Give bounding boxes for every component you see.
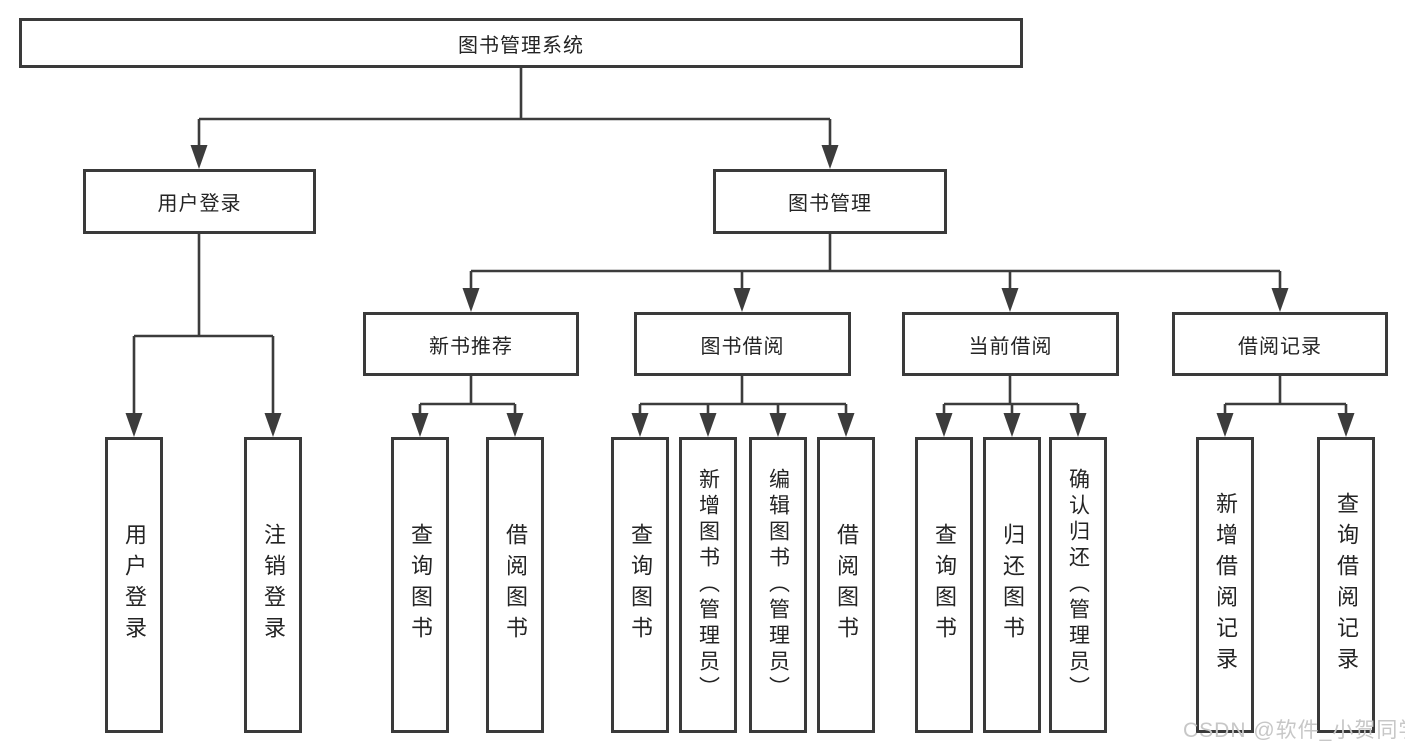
leaf-return-books-label: 归还图书 — [1000, 523, 1025, 647]
connector-bookmgmt-to-level3 — [469, 234, 1282, 291]
connector-paths — [132, 68, 1348, 419]
node-book-management-label: 图书管理 — [788, 193, 872, 215]
node-book-borrow: 图书借阅 — [634, 312, 851, 376]
arrowhead-icon — [837, 413, 855, 437]
leaf-confirm-return-admin-label: 确认归还（管理员） — [1066, 468, 1090, 702]
leaf-add-borrow-record-label: 新增借阅记录 — [1213, 492, 1238, 678]
node-user-login: 用户登录 — [83, 169, 316, 234]
leaf-return-books: 归还图书 — [983, 437, 1041, 733]
arrowhead-icon — [462, 288, 480, 312]
connector-current-to-leaves — [942, 376, 1080, 419]
node-new-book-recommend: 新书推荐 — [363, 312, 579, 376]
arrowhead-icon — [631, 413, 649, 437]
arrowhead-icon — [1001, 288, 1019, 312]
leaf-logout-label: 注销登录 — [261, 523, 286, 647]
node-book-borrow-label: 图书借阅 — [700, 335, 785, 358]
node-current-borrow-label: 当前借阅 — [968, 335, 1053, 358]
arrowhead-icon — [264, 413, 282, 437]
arrowheads — [125, 145, 1355, 437]
leaf-confirm-return-admin: 确认归还（管理员） — [1049, 437, 1107, 733]
connector-root-to-level2 — [197, 68, 832, 147]
node-borrow-records: 借阅记录 — [1172, 312, 1388, 376]
node-new-book-recommend-label: 新书推荐 — [429, 335, 513, 358]
arrowhead-icon — [1337, 413, 1355, 437]
leaf-add-books-admin-label: 新增图书（管理员） — [696, 468, 720, 702]
leaf-query-books-current-label: 查询图书 — [932, 523, 957, 647]
leaf-borrow-books-recommend: 借阅图书 — [486, 437, 544, 733]
node-current-borrow: 当前借阅 — [902, 312, 1119, 376]
leaf-query-books-current: 查询图书 — [915, 437, 973, 733]
arrowhead-icon — [1003, 413, 1021, 437]
arrowhead-icon — [190, 145, 208, 169]
leaf-query-books-recommend-label: 查询图书 — [408, 523, 433, 647]
node-root-label: 图书管理系统 — [458, 34, 584, 57]
arrowhead-icon — [1216, 413, 1234, 437]
leaf-query-books-recommend: 查询图书 — [391, 437, 449, 733]
arrowhead-icon — [699, 413, 717, 437]
arrowhead-icon — [506, 413, 524, 437]
node-book-management: 图书管理 — [713, 169, 947, 234]
arrowhead-icon — [935, 413, 953, 437]
leaf-borrow-books-recommend-label: 借阅图书 — [503, 523, 528, 647]
connector-borrow-to-leaves — [638, 376, 848, 419]
leaf-user-login: 用户登录 — [105, 437, 163, 733]
watermark: CSDN @软件_小贺同学 — [1183, 719, 1405, 742]
leaf-edit-books-admin-label: 编辑图书（管理员） — [766, 468, 790, 702]
node-root: 图书管理系统 — [19, 18, 1023, 68]
leaf-query-books-borrow: 查询图书 — [611, 437, 669, 733]
connector-records-to-leaves — [1223, 376, 1348, 419]
arrowhead-icon — [125, 413, 143, 437]
arrowhead-icon — [733, 288, 751, 312]
leaf-user-login-label: 用户登录 — [122, 523, 147, 647]
node-borrow-records-label: 借阅记录 — [1238, 335, 1322, 358]
leaf-query-borrow-record-label: 查询借阅记录 — [1334, 492, 1359, 678]
arrowhead-icon — [769, 413, 787, 437]
arrowhead-icon — [411, 413, 429, 437]
leaf-add-borrow-record: 新增借阅记录 — [1196, 437, 1254, 733]
leaf-borrow-books-label: 借阅图书 — [834, 523, 859, 647]
arrowhead-icon — [1069, 413, 1087, 437]
leaf-edit-books-admin: 编辑图书（管理员） — [749, 437, 807, 733]
leaf-borrow-books: 借阅图书 — [817, 437, 875, 733]
leaf-query-borrow-record: 查询借阅记录 — [1317, 437, 1375, 733]
leaf-add-books-admin: 新增图书（管理员） — [679, 437, 737, 733]
arrowhead-icon — [1271, 288, 1289, 312]
connector-newbook-to-leaves — [418, 376, 517, 419]
node-user-login-label: 用户登录 — [157, 193, 242, 215]
leaf-query-books-borrow-label: 查询图书 — [628, 523, 653, 647]
connector-userlogin-to-leaves — [132, 234, 275, 419]
leaf-logout: 注销登录 — [244, 437, 302, 733]
arrowhead-icon — [821, 145, 839, 169]
